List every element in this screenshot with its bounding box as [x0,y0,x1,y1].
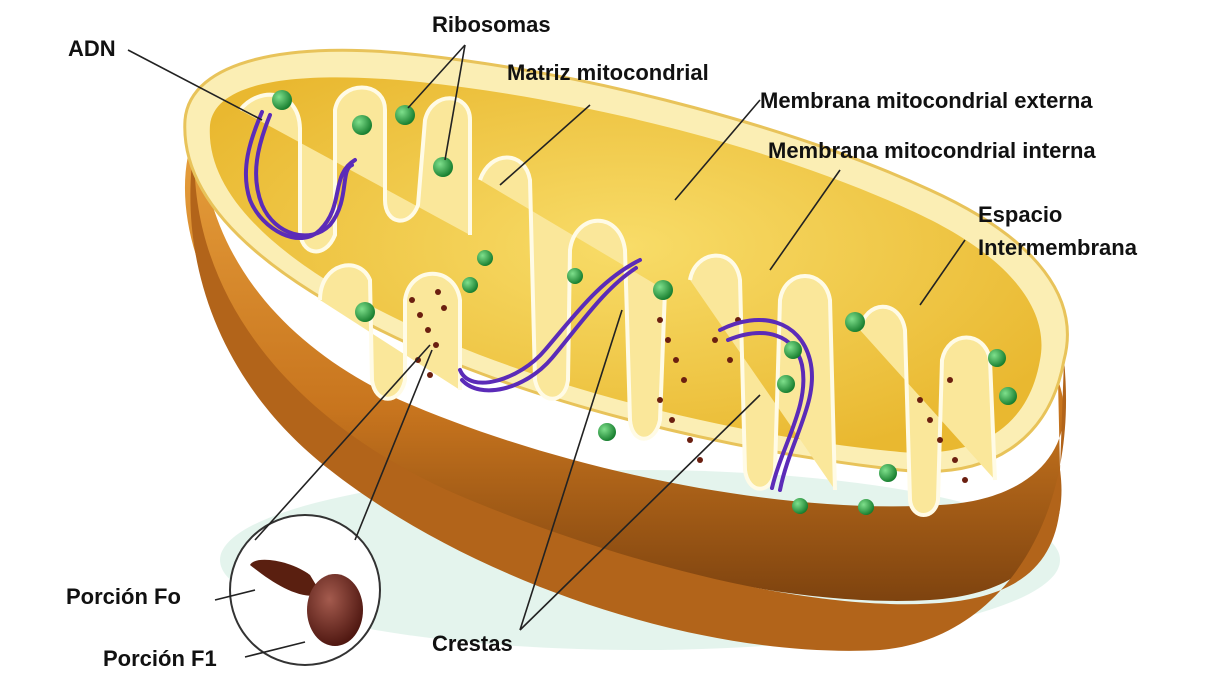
label-porcion-f1: Porción F1 [103,646,217,671]
leader-lines [127,44,966,658]
label-adn: ADN [68,36,116,61]
label-matriz-mitocondrial: Matriz mitocondrial [507,60,709,85]
label-ribosomas: Ribosomas [432,12,551,37]
label-porcion-fo: Porción Fo [66,584,181,609]
outer-membrane-shell [184,120,1064,601]
label-espacio: Espacio [978,202,1062,227]
outer-shell-lower [190,140,1067,651]
ribosomes [272,90,1017,515]
dna-strands [243,110,814,492]
label-crestas: Crestas [432,631,513,656]
f1-portion-head [307,574,363,646]
label-membrana-interna: Membrana mitocondrial interna [768,138,1096,163]
fo-portion-stalk [250,559,322,596]
label-intermembrana: Intermembrana [978,235,1138,260]
label-membrana-externa: Membrana mitocondrial externa [760,88,1093,113]
